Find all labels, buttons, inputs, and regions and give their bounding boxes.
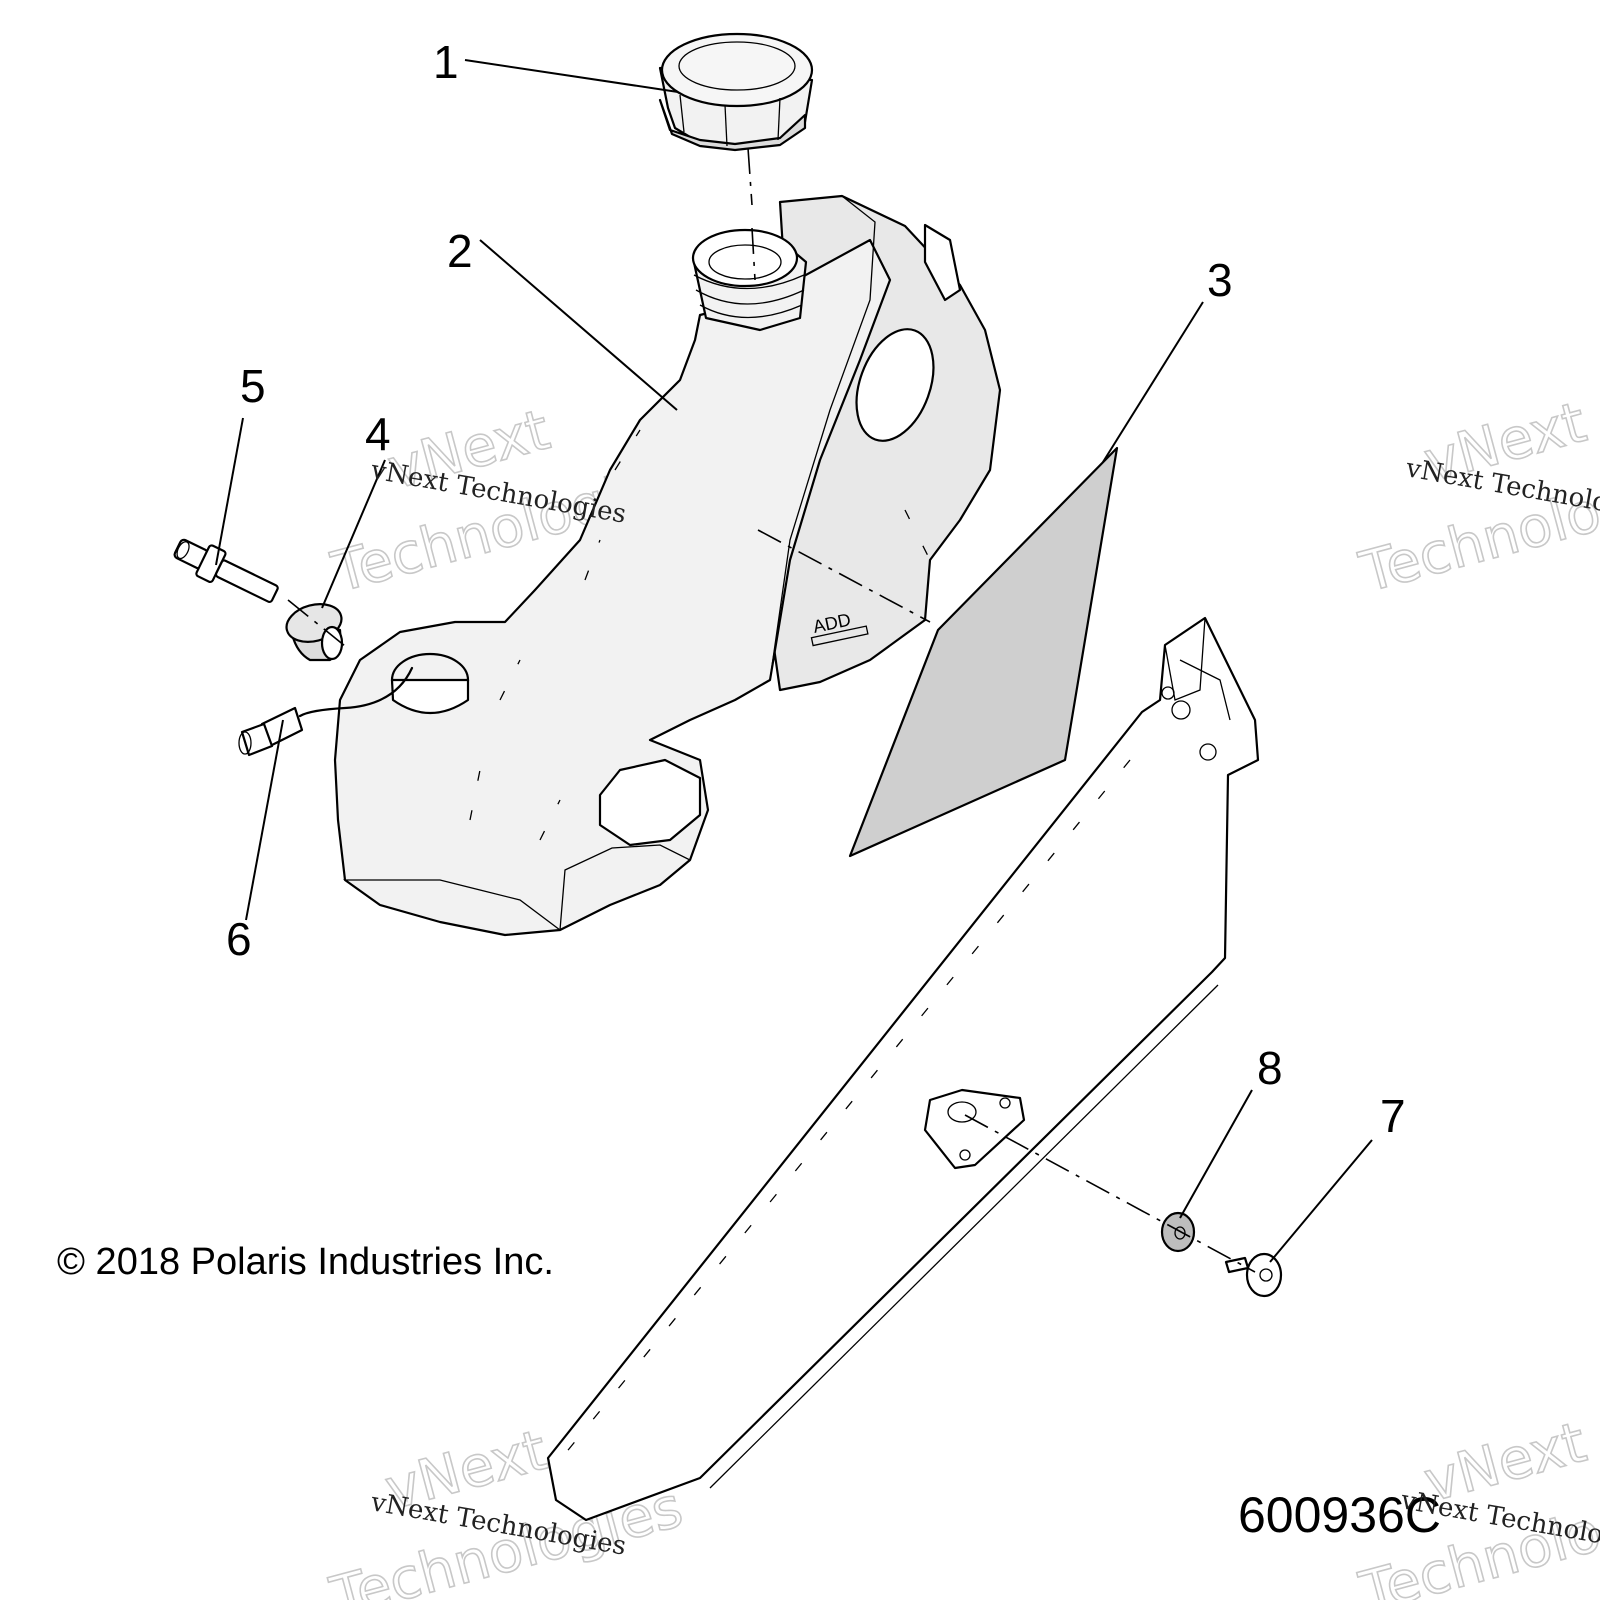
copyright-text: © 2018 Polaris Industries Inc. (57, 1241, 554, 1283)
callout-4: 4 (365, 408, 391, 460)
grommet-part-4 (285, 603, 344, 662)
callout-2: 2 (447, 225, 473, 277)
drawing-number: 600936C (1238, 1487, 1441, 1543)
callout-7: 7 (1380, 1090, 1406, 1142)
leader-lines (215, 59, 1373, 1263)
cap-part-1 (658, 32, 814, 152)
washer-part-8 (1160, 1211, 1196, 1253)
callout-3: 3 (1207, 254, 1233, 306)
part-callouts: 1 2 3 4 5 6 7 8 (226, 36, 1406, 1142)
callout-5: 5 (240, 360, 266, 412)
callout-8: 8 (1257, 1042, 1283, 1094)
assembly-axes (287, 147, 1256, 1273)
callout-6: 6 (226, 913, 252, 965)
mounting-panel (546, 616, 1260, 1522)
fitting-part-5 (173, 538, 279, 603)
tank-part-2: ADD (333, 194, 1002, 937)
callout-1: 1 (433, 36, 459, 88)
pad-part-3 (848, 446, 1119, 858)
tank-add-mark: ADD (810, 609, 869, 647)
screw-part-7 (1224, 1252, 1283, 1298)
